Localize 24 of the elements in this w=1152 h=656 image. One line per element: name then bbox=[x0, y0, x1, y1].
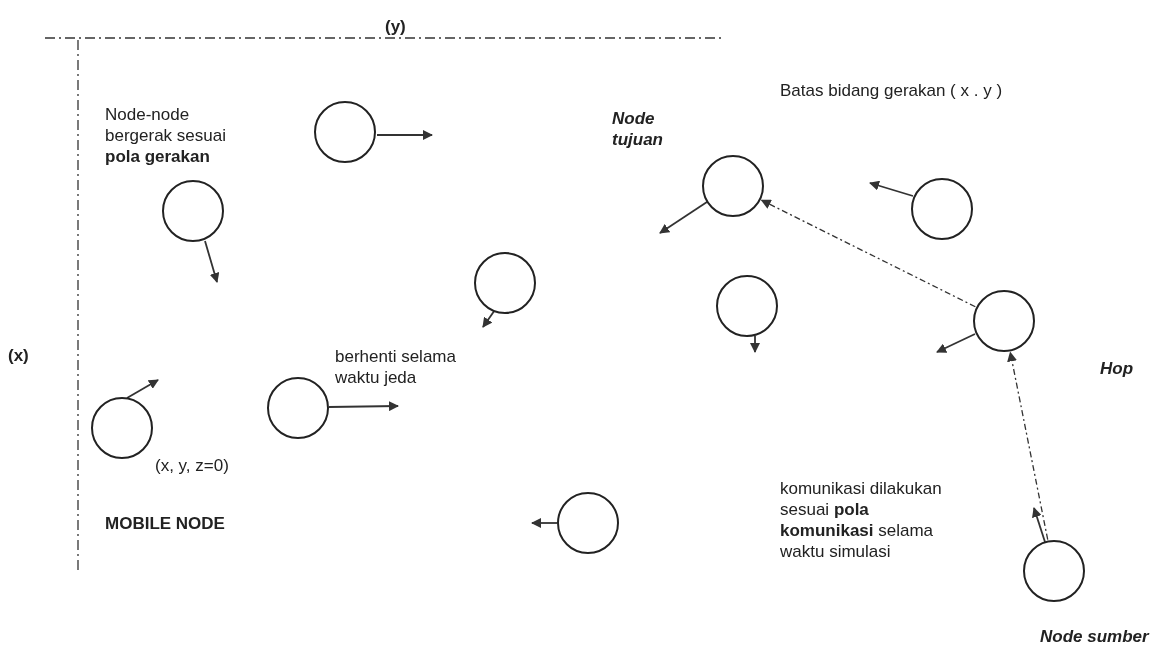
annotation-text: (x, y, z=0) bbox=[155, 455, 230, 476]
node-caption: Hop bbox=[1100, 358, 1135, 379]
node-circle bbox=[701, 154, 765, 218]
node-circle bbox=[90, 396, 154, 460]
node-circle bbox=[556, 491, 620, 555]
node-circle bbox=[266, 376, 330, 440]
annotation-text: komunikasi dilakukan sesuai pola komunikasi selama waktu simulasi bbox=[780, 478, 943, 562]
node-circle bbox=[972, 289, 1036, 353]
node-caption: Node sumber bbox=[1040, 626, 1151, 647]
annotation-text: MOBILE NODE bbox=[105, 513, 226, 534]
axis-label: (x) bbox=[8, 345, 30, 366]
node-circle bbox=[161, 179, 225, 243]
annotation-text: Node-node bergerak sesuai pola gerakan bbox=[105, 104, 227, 167]
node-circle bbox=[715, 274, 779, 338]
arrow bbox=[760, 199, 976, 308]
node-circle bbox=[1022, 539, 1086, 603]
node-caption: Node tujuan bbox=[612, 108, 664, 150]
annotation-text: Batas bidang gerakan ( x . y ) bbox=[780, 80, 1004, 101]
annotation-text: berhenti selama waktu jeda bbox=[335, 346, 457, 388]
node-circle bbox=[473, 251, 537, 315]
node-circle bbox=[910, 177, 974, 241]
axis-label: (y) bbox=[385, 16, 407, 37]
arrow bbox=[1007, 351, 1049, 541]
node-circle bbox=[313, 100, 377, 164]
